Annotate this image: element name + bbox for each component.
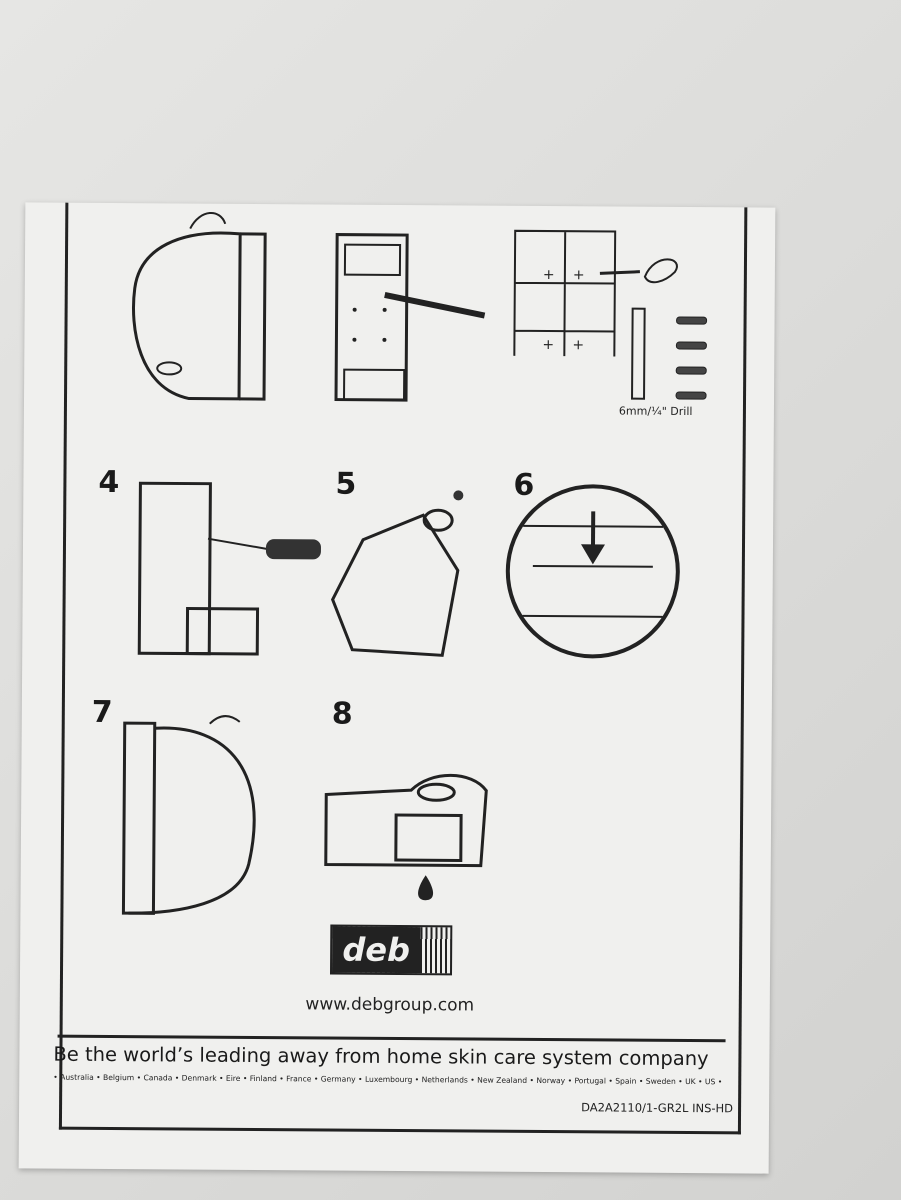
step-number: 8 — [331, 696, 353, 732]
svg-text:+: + — [572, 337, 584, 353]
step-5-refill-cap-illustration — [330, 490, 464, 657]
step-number: 4 — [98, 464, 120, 501]
step-4-screwdriver-illustration — [137, 481, 321, 656]
svg-text:+: + — [543, 267, 555, 283]
step-8-dispense-illustration — [324, 773, 488, 901]
document-code: DA2A2110/1-GR2L INS-HD — [581, 1100, 734, 1116]
deb-logo: deb — [329, 924, 453, 976]
step-1-dispenser-illustration — [131, 212, 267, 401]
svg-text:+: + — [542, 337, 554, 353]
step-2-backplate-pencil-illustration — [334, 233, 486, 402]
svg-text:+: + — [573, 267, 585, 283]
website-link[interactable]: www.debgroup.com — [305, 994, 475, 1016]
drill-size-label: 6mm/¼" Drill — [618, 404, 693, 419]
step-number: 7 — [91, 694, 113, 731]
step-6-insert-refill-illustration — [505, 484, 680, 659]
instruction-sheet: ++++ 6mm/¼" Drill 4 5 6 7 8 — [18, 202, 776, 1174]
step-3-wall-drilling-illustration: + + + + — [513, 229, 708, 400]
step-7-close-cover-illustration — [121, 715, 256, 915]
company-tagline: Be the world’s leading away from home sk… — [53, 1042, 709, 1071]
logo-text: deb — [332, 926, 421, 974]
